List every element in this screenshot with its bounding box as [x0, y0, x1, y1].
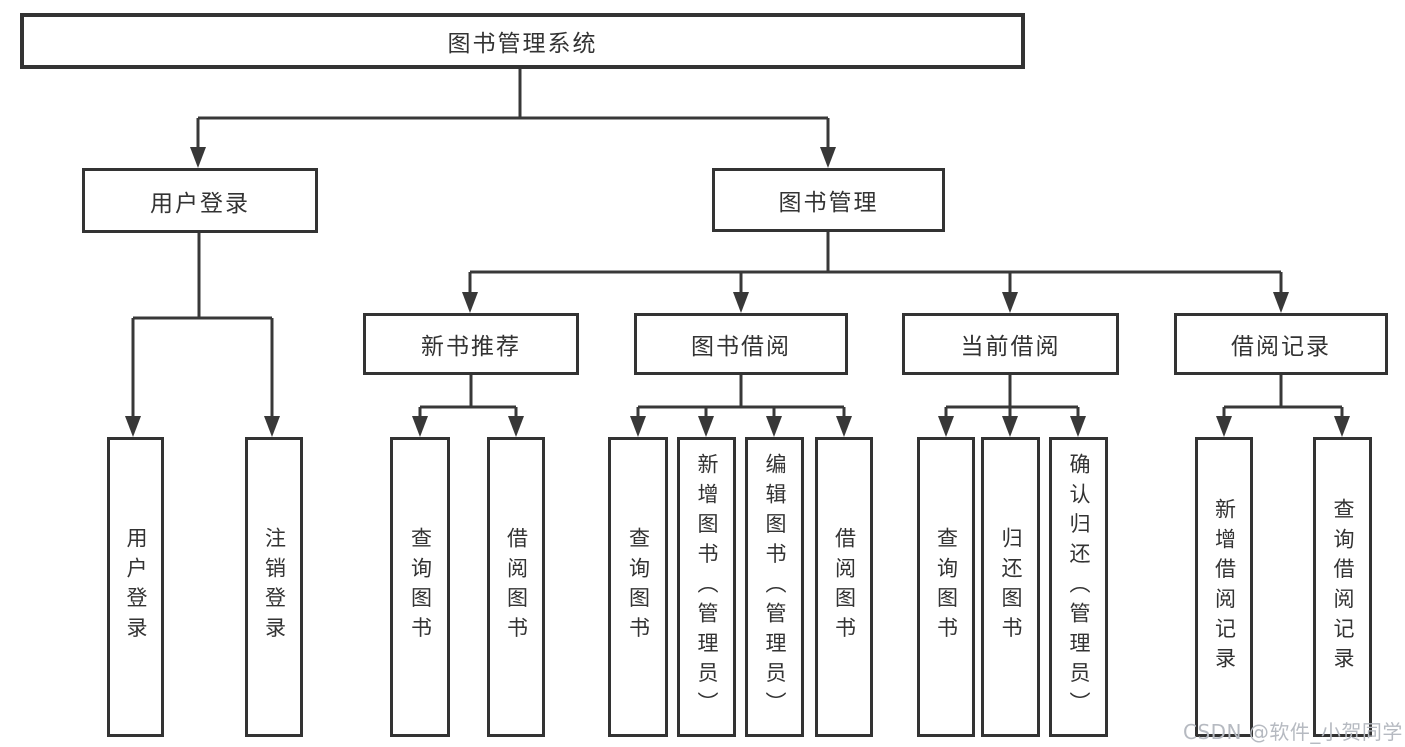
leaf-edit-books-admin: 编辑图书（管理员） — [745, 437, 804, 737]
leaf-query-books-current: 查询图书 — [917, 437, 975, 737]
leaf-label: 注销登录 — [262, 527, 287, 647]
leaf-label: 查询借阅记录 — [1331, 497, 1355, 677]
leaf-label: 用户登录 — [124, 527, 148, 647]
leaf-label: 查询图书 — [626, 527, 651, 647]
leaf-label: 借阅图书 — [832, 527, 857, 647]
leaf-label: 归还图书 — [999, 527, 1023, 647]
node-label: 图书管理系统 — [447, 31, 598, 57]
node-new-book-recommendation: 新书推荐 — [363, 313, 579, 375]
leaf-add-borrow-record: 新增借阅记录 — [1195, 437, 1253, 737]
leaf-confirm-return-admin: 确认归还（管理员） — [1049, 437, 1108, 737]
node-book-management: 图书管理 — [712, 168, 945, 232]
leaf-borrow-books-newbook: 借阅图书 — [487, 437, 545, 737]
node-label: 当前借阅 — [960, 334, 1061, 360]
leaf-label: 查询图书 — [934, 527, 959, 647]
node-label: 图书借阅 — [691, 334, 791, 360]
node-label: 图书管理 — [778, 190, 879, 216]
leaf-add-books-admin: 新增图书（管理员） — [677, 437, 736, 737]
leaf-return-books: 归还图书 — [981, 437, 1040, 737]
node-current-borrowing: 当前借阅 — [902, 313, 1119, 375]
csdn-watermark: CSDN @软件_小贺同学 — [1183, 720, 1403, 744]
leaf-label: 借阅图书 — [504, 527, 529, 647]
leaf-borrow-books: 借阅图书 — [815, 437, 873, 737]
node-borrowing-records: 借阅记录 — [1174, 313, 1388, 375]
leaf-label: 新增图书（管理员） — [695, 452, 719, 722]
leaf-query-borrow-record: 查询借阅记录 — [1313, 437, 1372, 737]
leaf-label: 确认归还（管理员） — [1067, 452, 1091, 722]
leaf-user-login: 用户登录 — [107, 437, 164, 737]
leaf-query-books-borrow: 查询图书 — [608, 437, 668, 737]
node-label: 借阅记录 — [1231, 334, 1331, 360]
leaf-logout: 注销登录 — [245, 437, 303, 737]
leaf-label: 查询图书 — [408, 527, 433, 647]
leaf-query-books-newbook: 查询图书 — [390, 437, 450, 737]
node-label: 用户登录 — [150, 190, 250, 217]
node-library-management-system: 图书管理系统 — [20, 13, 1025, 69]
node-label: 新书推荐 — [421, 334, 521, 360]
node-user-login: 用户登录 — [82, 168, 318, 233]
node-book-borrowing: 图书借阅 — [634, 313, 848, 375]
leaf-label: 新增借阅记录 — [1212, 497, 1237, 677]
leaf-label: 编辑图书（管理员） — [763, 452, 787, 722]
